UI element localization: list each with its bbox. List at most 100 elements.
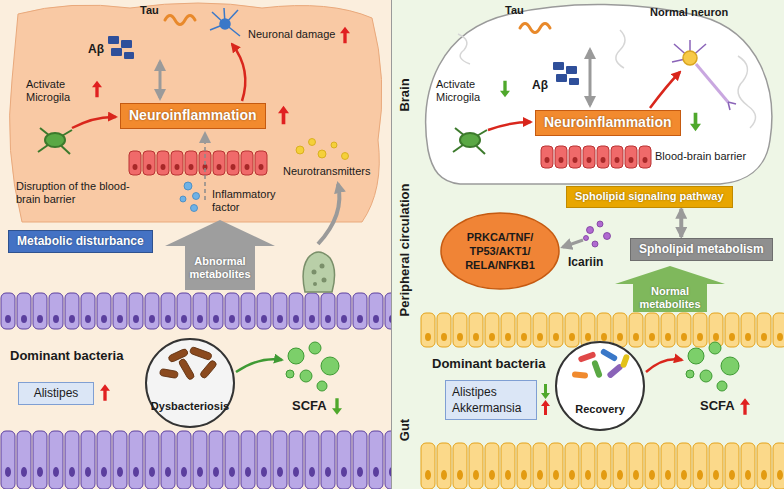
gut-flora-circles xyxy=(146,339,234,427)
target-ellipse: PRKCA/TNF/ TP53/AKT1/ RELA/NFKB1 xyxy=(440,212,560,290)
metabolite-arrow: Normal metabolites xyxy=(615,266,725,312)
panel-background xyxy=(0,0,391,489)
process-arrows xyxy=(236,359,282,372)
annotation-label: Inflammatory factor xyxy=(212,188,286,214)
change-arrows xyxy=(332,398,342,415)
synapse-icon xyxy=(303,252,334,292)
annotation-label: Blood-brain barrier xyxy=(655,150,746,163)
normal-neuron-icon xyxy=(683,51,697,65)
annotation-label: Neurotransmitters xyxy=(283,165,370,178)
gut-flora-circles xyxy=(146,339,644,429)
neurotransmitter-dots xyxy=(318,150,326,158)
tau-icon xyxy=(165,16,550,33)
normal-neuron-icon xyxy=(672,40,736,110)
ellipse-shape xyxy=(441,213,559,289)
annotation-label: Aβ xyxy=(532,78,548,92)
node-text: Normal metabolites xyxy=(633,285,707,311)
scfa-dots xyxy=(700,370,712,382)
process-arrows xyxy=(159,62,162,98)
icariin-dots xyxy=(587,227,594,234)
process-box: Alistipes xyxy=(18,382,94,405)
change-arrows xyxy=(690,113,701,131)
recovery-bacteria xyxy=(572,348,630,379)
cell-layers xyxy=(540,145,652,169)
brain-gyri xyxy=(616,30,625,68)
process-box: Neuroinflammation xyxy=(535,110,681,136)
icariin-dots xyxy=(604,233,611,240)
annotation-label: SCFA xyxy=(700,398,735,414)
amyloid-icon xyxy=(569,78,579,85)
synapse-icon xyxy=(312,270,317,275)
cell-layers xyxy=(0,145,784,489)
scfa-dots xyxy=(286,370,294,378)
change-arrows xyxy=(500,81,510,98)
scfa-dots xyxy=(721,357,739,375)
panel-background xyxy=(392,0,784,489)
node-text: Alistipes xyxy=(27,386,85,401)
process-arrows xyxy=(72,117,116,128)
scfa-dots xyxy=(288,348,304,364)
inflammatory-factor-dots xyxy=(193,193,200,200)
node-text: Spholipid metabolism xyxy=(639,242,764,257)
recovery-bacteria xyxy=(572,371,588,378)
node-text: Neuroinflammation xyxy=(129,107,257,125)
amyloid-icon xyxy=(556,74,567,82)
gut-flora-circles xyxy=(556,341,644,429)
node-text: Spholipid signaling pathway xyxy=(575,190,724,204)
recovery-bacteria xyxy=(591,360,603,379)
process-box: AlistipesAkkermansia xyxy=(445,380,537,420)
node-text: Akkermansia xyxy=(452,400,530,416)
brain-region xyxy=(10,3,382,222)
dysbiosis-bacteria xyxy=(199,359,217,379)
synapse-icon xyxy=(322,278,327,283)
scfa-dots xyxy=(688,348,704,364)
process-box: Neuroinflammation xyxy=(120,103,266,129)
scfa-dots xyxy=(309,342,321,354)
brain-outline xyxy=(426,4,772,184)
amyloid-icon xyxy=(111,48,122,56)
annotation-label: Disruption of the blood-brain barrier xyxy=(16,180,130,206)
icariin-dots xyxy=(584,236,589,241)
tau-icon xyxy=(165,16,195,25)
annotation-label: Aβ xyxy=(88,42,104,56)
cell-layers xyxy=(128,150,268,176)
node-text: PRKCA/TNF/ TP53/AKT1/ RELA/NFKB1 xyxy=(458,230,542,272)
amyloid-icon xyxy=(124,52,134,59)
inflammatory-factor-dots xyxy=(184,182,192,190)
neurotransmitter-dots xyxy=(296,146,304,154)
section-label: Brain xyxy=(397,78,413,111)
annotation-label: Icariin xyxy=(568,255,603,269)
panel-background xyxy=(391,0,392,489)
brain-gyri xyxy=(738,56,756,128)
flora-circle: Recovery xyxy=(555,341,645,431)
change-arrows xyxy=(740,398,750,415)
synapse-icon xyxy=(303,252,334,292)
recovery-bacteria xyxy=(600,348,619,362)
dysbiosis-bacteria xyxy=(178,358,195,381)
amyloid-icon xyxy=(108,36,119,44)
cell-layers xyxy=(0,292,391,330)
icariin-dots xyxy=(592,241,598,247)
change-arrows xyxy=(340,27,350,44)
inflammatory-factor-dots xyxy=(180,182,200,212)
process-arrows xyxy=(72,44,682,372)
arrow-shape xyxy=(615,266,725,312)
scfa-dots xyxy=(300,370,312,382)
dysbiosis-bacteria xyxy=(159,346,217,380)
process-arrows xyxy=(563,240,583,247)
ellipse-text-area: PRKCA/TNF/ TP53/AKT1/ RELA/NFKB1 xyxy=(458,230,542,272)
neurotransmitter-dots xyxy=(296,139,349,160)
annotation-label: Dominant bacteria xyxy=(10,348,123,364)
section-label: Gut xyxy=(397,419,413,441)
damaged-neuron-icon xyxy=(220,19,230,29)
damaged-neuron-icon xyxy=(210,8,240,36)
scfa-dots xyxy=(321,357,339,375)
process-arrows xyxy=(318,184,339,244)
amyloid-icon xyxy=(553,62,564,70)
process-arrows xyxy=(650,72,680,108)
node-text: Metabolic disturbance xyxy=(17,234,144,249)
scfa-dots xyxy=(317,381,327,391)
cell-layers xyxy=(420,442,784,489)
